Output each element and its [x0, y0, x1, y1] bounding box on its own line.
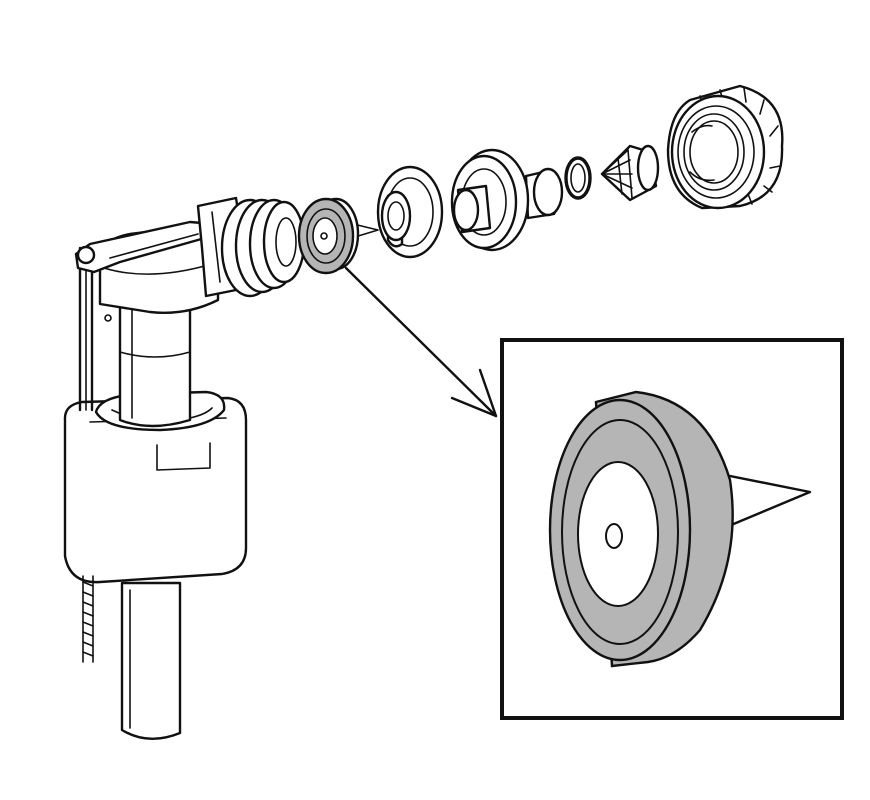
- seal-washer: [297, 197, 379, 275]
- nut: [666, 84, 784, 210]
- inset-seal-washer: [548, 390, 812, 668]
- o-ring: [564, 156, 592, 200]
- inset-zoom-frame: [500, 338, 844, 720]
- cone-filter: [600, 144, 660, 202]
- flow-cartridge: [450, 148, 564, 252]
- piston: [376, 165, 444, 259]
- pointer-arrow: [344, 266, 498, 418]
- threaded-inlet: [220, 198, 306, 298]
- fill-valve-body: [63, 196, 248, 740]
